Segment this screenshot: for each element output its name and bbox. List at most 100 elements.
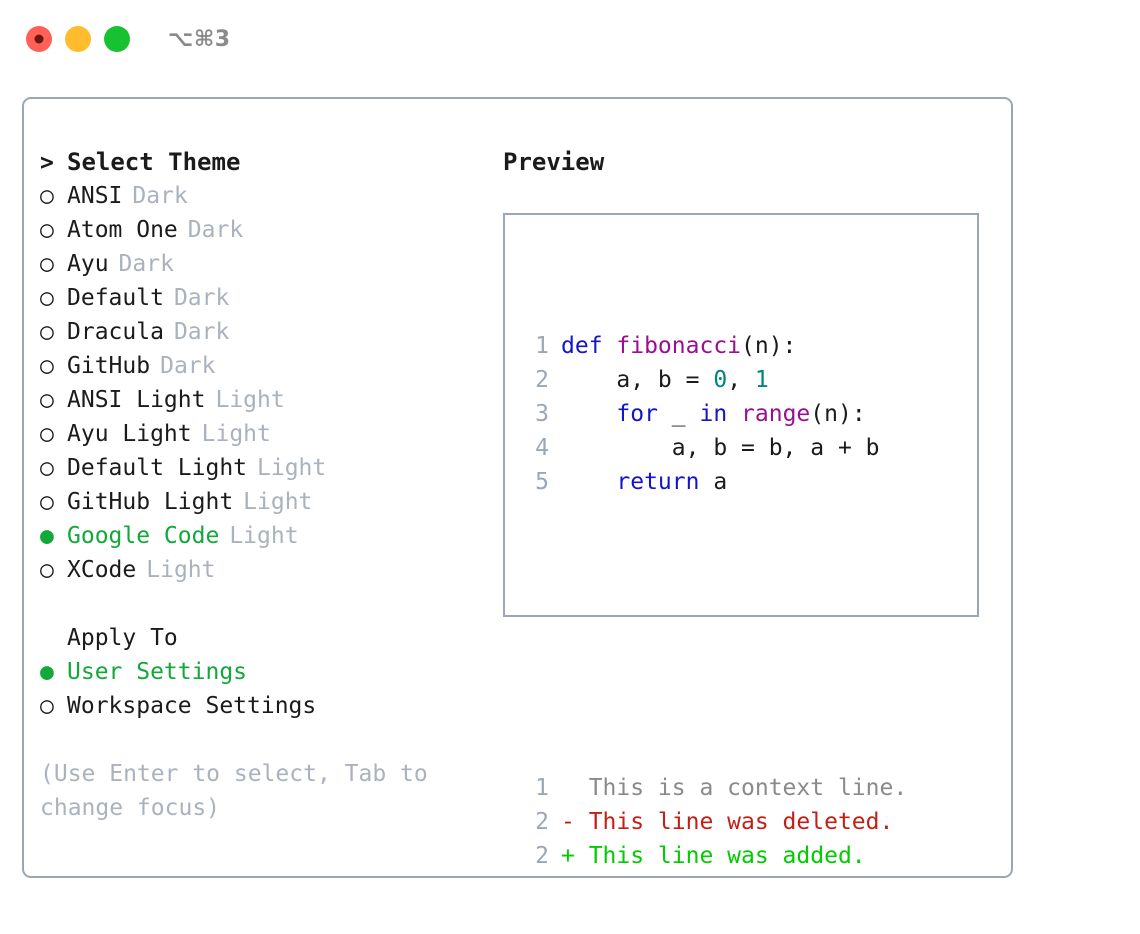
code-token-txt: a, b = (561, 367, 714, 393)
line-number: 1 (535, 333, 549, 359)
theme-variant-badge: Dark (173, 285, 230, 311)
apply-to-title: Apply To (67, 625, 178, 651)
radio-unselected-icon: ○ (40, 251, 54, 277)
radio-selected-icon: ● (40, 523, 54, 549)
theme-name-label: ANSI Light (67, 387, 206, 413)
window-controls (26, 26, 130, 52)
code-line: 1 def fibonacci(n): (519, 329, 907, 363)
theme-list-item[interactable]: ○ Dracula Dark (40, 315, 492, 349)
radio-unselected-icon: ○ (40, 183, 54, 209)
code-line: 3 for _ in range(n): (519, 397, 907, 431)
line-number: 2 (535, 809, 549, 835)
theme-list-item[interactable]: ○ ANSI Light Light (40, 383, 492, 417)
code-token-add: + This line was added. (561, 843, 866, 869)
theme-variant-badge: Dark (132, 183, 188, 209)
radio-unselected-icon: ○ (40, 489, 54, 515)
theme-name-label: Ayu (67, 251, 109, 277)
theme-variant-badge: Dark (173, 319, 230, 345)
theme-variant-badge: Dark (187, 217, 244, 243)
theme-variant-badge: Light (215, 387, 285, 413)
code-token-num: 1 (754, 367, 769, 393)
select-theme-title: Select Theme (67, 148, 241, 176)
code-line-content: + This line was added. (561, 839, 866, 873)
theme-name-label: GitHub (67, 353, 151, 379)
diff-block: 1 This is a context line.2- This line wa… (519, 771, 907, 873)
theme-name-label: GitHub Light (67, 489, 234, 515)
apply-to-item[interactable]: ● User Settings (40, 655, 492, 689)
code-token-txt (561, 401, 616, 427)
prompt-caret-icon: > (40, 150, 54, 176)
theme-list-item[interactable]: ○ Ayu Light Light (40, 417, 492, 451)
apply-to-header: Apply To (40, 621, 492, 655)
diff-line: 2- This line was deleted. (519, 805, 907, 839)
title-bar: ⌥⌘3 (0, 0, 1140, 78)
maximize-button[interactable] (104, 26, 130, 52)
theme-variant-badge: Light (257, 455, 327, 481)
theme-name-label: XCode (67, 557, 137, 583)
radio-unselected-icon: ○ (40, 421, 54, 447)
theme-name-label: Dracula (67, 319, 164, 345)
code-line-content: return a (561, 465, 727, 499)
theme-name-label: Ayu Light (67, 421, 192, 447)
select-theme-header: > Select Theme (40, 145, 492, 179)
code-line-content: for _ in range(n): (561, 397, 865, 431)
code-token-kw: return (616, 469, 700, 495)
code-token-txt: a, b = b, a + b (561, 435, 880, 461)
code-token-fn: fibonacci (616, 333, 742, 359)
line-number: 1 (535, 775, 549, 801)
code-line-content: a, b = 0, 1 (561, 363, 769, 397)
diff-line: 2+ This line was added. (519, 839, 907, 873)
code-token-txt: _ (657, 401, 700, 427)
theme-name-label: Atom One (67, 217, 178, 243)
list-gap (40, 587, 492, 621)
radio-unselected-icon: ○ (40, 217, 54, 243)
theme-list-item[interactable]: ○ Atom One Dark (40, 213, 492, 247)
apply-to-label: Workspace Settings (67, 693, 317, 719)
theme-list-item[interactable]: ○ Ayu Dark (40, 247, 492, 281)
code-token-txt (561, 469, 616, 495)
preview-title: Preview (503, 148, 605, 176)
radio-unselected-icon: ○ (40, 557, 54, 583)
code-line: 5 return a (519, 465, 907, 499)
theme-variant-badge: Dark (118, 251, 174, 277)
code-line-content: This is a context line. (561, 771, 908, 805)
line-number: 2 (535, 367, 549, 393)
close-button[interactable] (26, 26, 52, 52)
code-token-kw: for (616, 401, 658, 427)
line-number: 4 (535, 435, 549, 461)
code-line: 4 a, b = b, a + b (519, 431, 907, 465)
code-token-kw: def (561, 333, 617, 359)
code-token-num: 0 (713, 367, 728, 393)
code-diff-separator-2 (519, 669, 907, 703)
apply-to-item[interactable]: ○ Workspace Settings (40, 689, 492, 723)
theme-name-label: ANSI (67, 183, 123, 209)
theme-name-label: Default (67, 285, 164, 311)
radio-unselected-icon: ○ (40, 693, 54, 719)
theme-variant-badge: Light (201, 421, 271, 447)
code-diff-separator (519, 567, 907, 601)
apply-to-label: User Settings (67, 659, 248, 685)
code-line-content: def fibonacci(n): (561, 329, 796, 363)
code-token-kw: in (699, 401, 728, 427)
apply-to-list: ● User Settings ○ Workspace Settings (40, 655, 492, 723)
radio-selected-icon: ● (40, 659, 54, 685)
minimize-button[interactable] (65, 26, 91, 52)
code-token-fn: range (741, 401, 811, 427)
theme-name-label: Default Light (67, 455, 248, 481)
radio-unselected-icon: ○ (40, 319, 54, 345)
radio-unselected-icon: ○ (40, 387, 54, 413)
code-line-content: a, b = b, a + b (561, 431, 880, 465)
theme-list-item[interactable]: ○ ANSI Dark (40, 179, 492, 213)
code-token-txt (727, 401, 741, 427)
